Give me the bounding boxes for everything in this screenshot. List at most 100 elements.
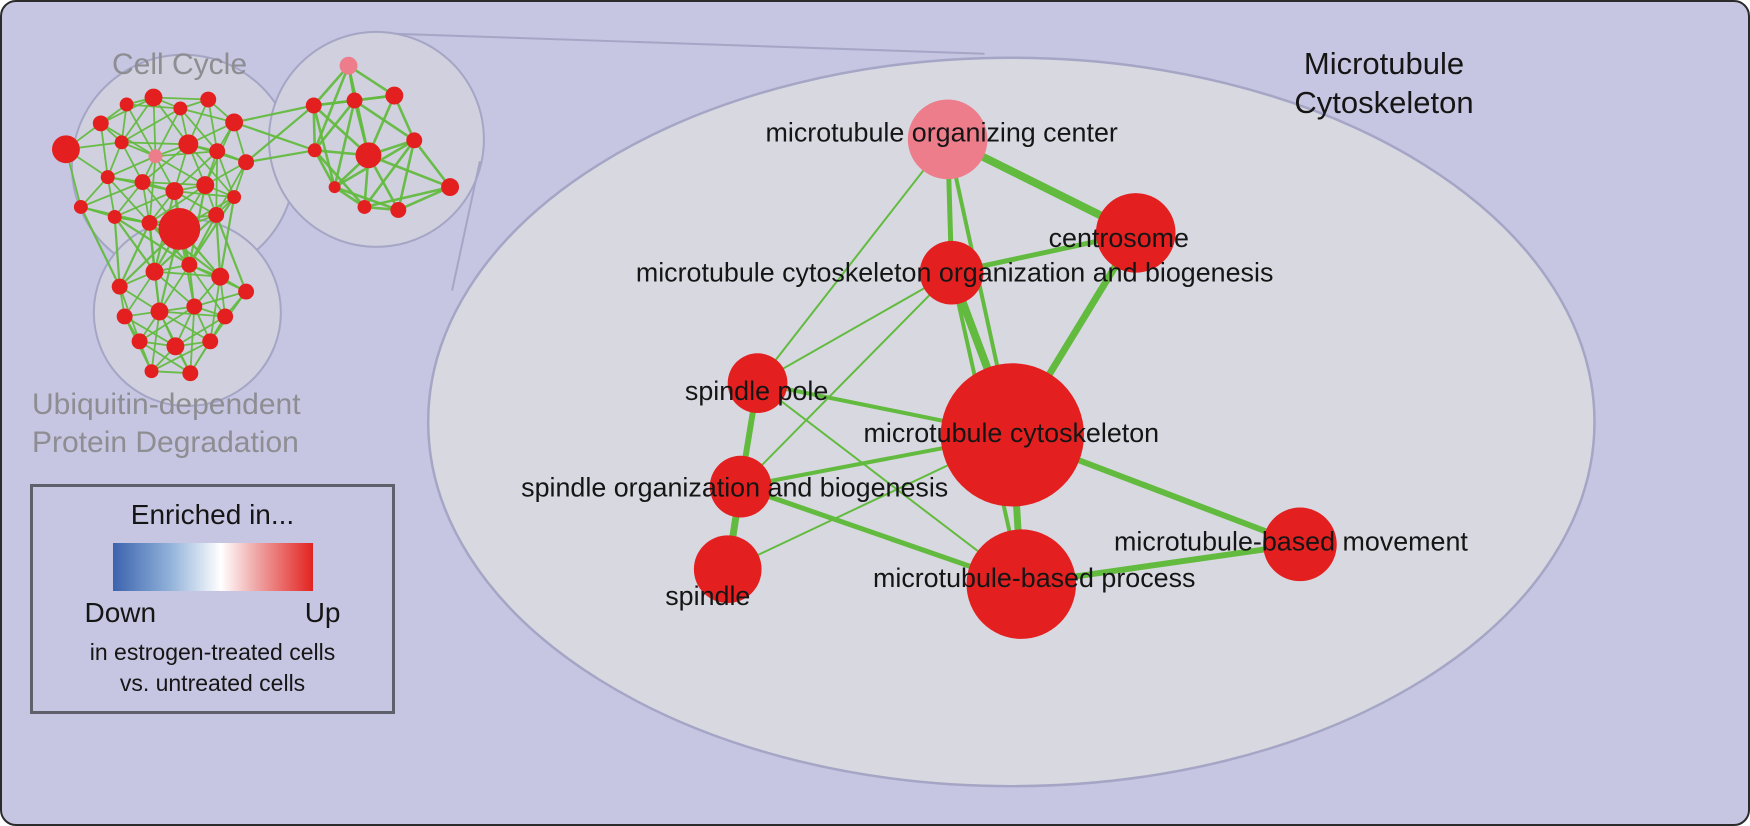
node-label-mcob: microtubule cytoskeleton organization an… <box>636 258 1274 288</box>
overview-edge <box>364 185 451 209</box>
node-sp <box>727 353 788 413</box>
overview-node <box>196 176 215 195</box>
overview-node <box>208 207 225 223</box>
detail-edge-mcob-sob <box>739 271 953 488</box>
overview-edge <box>215 161 247 216</box>
overview-node <box>182 365 199 382</box>
overview-node <box>144 88 163 107</box>
overview-node <box>307 143 322 158</box>
overview-edge <box>245 149 315 164</box>
legend-caption-line2: vs. untreated cells <box>119 670 306 696</box>
zoom-connector-line <box>451 161 481 291</box>
legend-box: Enriched in... Down Up in estrogen-treat… <box>30 484 395 714</box>
overview-node <box>178 134 199 155</box>
overview-edge <box>107 155 156 178</box>
overview-edge <box>121 107 181 144</box>
node-label-mbm: microtubule-based movement <box>1114 526 1468 556</box>
overview-node <box>346 92 363 109</box>
node-label-spd: spindle <box>665 581 750 611</box>
overview-node <box>181 256 198 273</box>
overview-edge <box>333 100 356 188</box>
node-mbp <box>966 529 1077 639</box>
overview-edge <box>215 214 248 292</box>
overview-node <box>202 333 219 350</box>
node-mcob <box>919 240 984 305</box>
overview-node <box>186 298 203 315</box>
overview-edge <box>154 270 221 278</box>
detail-edge-sp-mbp <box>756 382 1023 586</box>
overview-edge <box>149 184 206 224</box>
overview-edge <box>347 64 396 97</box>
overview-edge <box>123 271 156 317</box>
overview-edge <box>179 107 218 152</box>
legend-down-label: Down <box>84 597 157 628</box>
detail-title-line2: Cytoskeleton <box>1294 85 1474 120</box>
overview-node <box>141 214 158 231</box>
node-moc <box>907 99 988 180</box>
overview-node <box>385 86 404 105</box>
microtubule-cytoskeleton-title: Microtubule Cytoskeleton <box>1264 44 1504 122</box>
overview-edge <box>121 141 189 146</box>
overview-edge <box>150 311 161 372</box>
overview-edge <box>334 185 399 212</box>
overview-node <box>238 283 255 300</box>
overview-node <box>111 278 128 295</box>
overview-edge <box>99 123 109 178</box>
detail-edge-moc-sp <box>756 138 949 385</box>
overview-edge <box>80 181 143 208</box>
overview-edge <box>118 222 151 288</box>
legend-gradient-bar <box>112 543 313 591</box>
overview-edge <box>124 315 176 348</box>
overview-edge <box>233 121 316 152</box>
overview-edge <box>209 276 222 342</box>
node-mbm <box>1263 507 1337 582</box>
overview-edge <box>397 185 451 212</box>
cell-cycle-cluster-label: Cell Cycle <box>112 48 248 81</box>
overview-edge <box>363 139 416 208</box>
ubiquitin-cluster-label: Ubiquitin-dependent Protein Degradation <box>32 386 301 462</box>
overview-node <box>227 190 242 205</box>
overview-edge <box>189 306 196 374</box>
overview-node <box>441 178 460 197</box>
legend-up-label: Up <box>304 597 341 628</box>
overview-edge <box>219 196 236 277</box>
overview-node <box>150 302 169 321</box>
node-sob <box>709 455 772 518</box>
overview-node <box>339 56 358 75</box>
overview-node <box>328 181 341 194</box>
overview-edge <box>152 97 157 157</box>
overview-node <box>107 209 122 224</box>
overview-node <box>148 149 163 164</box>
node-cen <box>1095 193 1176 273</box>
overview-node <box>225 113 244 132</box>
overview-node <box>114 135 129 150</box>
ubiquitin-label-line1: Ubiquitin-dependent <box>32 388 301 421</box>
overview-node <box>145 262 164 281</box>
overview-edge <box>188 196 236 266</box>
overview-edge <box>215 151 219 215</box>
overview-edge <box>188 214 218 266</box>
overview-node <box>100 170 115 185</box>
overview-edge <box>148 156 157 224</box>
overview-node <box>406 132 423 149</box>
overview-edge <box>113 216 121 287</box>
overview-node <box>131 333 148 350</box>
legend-range-labels: Down Up <box>85 597 341 629</box>
overview-edge <box>413 139 452 188</box>
overview-node <box>357 200 372 214</box>
zoom-connector-line <box>397 32 985 55</box>
overview-node <box>119 97 134 112</box>
overview-node <box>73 200 88 214</box>
node-label-sp: spindle pole <box>685 376 828 406</box>
overview-edge <box>174 315 226 348</box>
overview-node <box>173 101 188 116</box>
overview-edge <box>139 305 195 343</box>
overview-node <box>158 207 201 250</box>
overview-node <box>211 267 230 286</box>
overview-node <box>305 97 322 114</box>
overview-edge <box>158 264 191 312</box>
overview-edge <box>114 190 175 218</box>
overview-node <box>134 174 151 191</box>
node-label-moc: microtubule organizing center <box>765 117 1117 147</box>
